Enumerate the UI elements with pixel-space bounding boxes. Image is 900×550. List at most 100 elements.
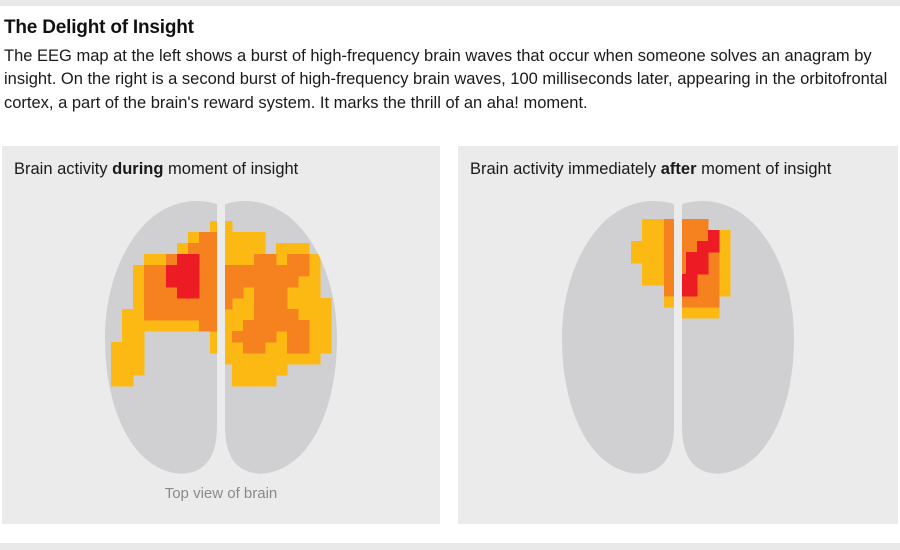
brain-central-fissure (217, 204, 225, 356)
brain-diagram-after (458, 186, 898, 486)
heat-cell (166, 320, 178, 332)
heat-cell (719, 230, 731, 242)
page-description: The EEG map at the left shows a burst of… (4, 46, 888, 112)
heat-cell (287, 254, 299, 266)
heat-cell (309, 265, 321, 277)
heat-cell (697, 241, 709, 253)
heat-cell (133, 353, 145, 365)
heat-cell (221, 221, 233, 233)
heat-cell (232, 254, 244, 266)
heat-cell (199, 298, 211, 310)
heat-cell (243, 309, 255, 321)
heat-cell (243, 342, 255, 354)
heat-cell (642, 219, 654, 231)
panel-during: Brain activity during moment of insight … (2, 146, 440, 524)
heat-cell (243, 254, 255, 266)
heat-cell (254, 243, 266, 255)
heat-cell (243, 276, 255, 288)
panel-during-title: Brain activity during moment of insight (14, 160, 298, 180)
heat-cell (298, 243, 310, 255)
heat-cell (221, 254, 233, 266)
brain-heatmap-during-svg (105, 200, 337, 474)
heat-cell (210, 309, 222, 321)
heat-cell (232, 353, 244, 365)
heat-cell (243, 298, 255, 310)
heat-cell (210, 320, 222, 332)
heat-cell (276, 265, 288, 277)
heat-cell (210, 287, 222, 299)
heat-cell (309, 298, 321, 310)
heat-cell (199, 320, 211, 332)
heat-cell (653, 263, 665, 275)
heat-cell (232, 298, 244, 310)
heat-cell (177, 309, 189, 321)
heat-cell (210, 298, 222, 310)
heat-cell (697, 285, 709, 297)
heat-cell (166, 254, 178, 266)
heat-cell (210, 331, 222, 343)
heat-cell (276, 320, 288, 332)
heat-cell (221, 298, 233, 310)
heat-cell (298, 287, 310, 299)
heat-cell (298, 254, 310, 266)
heat-cell (708, 230, 720, 242)
heat-cell (232, 320, 244, 332)
page-title: The Delight of Insight (4, 17, 194, 38)
heat-cell (254, 353, 266, 365)
heat-cell (265, 375, 277, 387)
heat-cell (232, 375, 244, 387)
heat-cell (686, 285, 698, 297)
heat-cell (166, 265, 178, 277)
heat-cell (631, 252, 643, 264)
heat-cell (232, 276, 244, 288)
bottom-divider-rule (0, 543, 900, 550)
heat-cell (287, 298, 299, 310)
heat-cell (243, 364, 255, 376)
heat-cell (309, 320, 321, 332)
heat-cell (309, 342, 321, 354)
heat-cell (111, 353, 123, 365)
heat-cell (276, 254, 288, 266)
heat-cell (287, 276, 299, 288)
heat-cell (686, 230, 698, 242)
heat-cell (642, 274, 654, 286)
heat-cell (243, 375, 255, 387)
heat-cell (122, 320, 134, 332)
heat-cell (719, 241, 731, 253)
heat-cell (221, 331, 233, 343)
heat-cell (232, 364, 244, 376)
heat-cell (664, 296, 676, 308)
panel-during-title-prefix: Brain activity (14, 160, 113, 178)
heat-cell (232, 287, 244, 299)
heat-cell (298, 331, 310, 343)
heat-cell (320, 309, 332, 321)
heat-cell (166, 287, 178, 299)
heat-cell (133, 331, 145, 343)
heat-cell (254, 298, 266, 310)
heat-cell (664, 285, 676, 297)
heat-cell (221, 265, 233, 277)
heat-cell (133, 276, 145, 288)
heat-cell (254, 342, 266, 354)
heat-cell (298, 320, 310, 332)
heat-cell (133, 265, 145, 277)
panel-after-title-emphasis: after (660, 160, 697, 178)
heat-cell (243, 232, 255, 244)
heat-cell (265, 364, 277, 376)
heat-cell (686, 252, 698, 264)
heat-cell (653, 252, 665, 264)
heat-cell (708, 307, 720, 319)
heat-cell (653, 241, 665, 253)
heat-cell (276, 298, 288, 310)
heat-cell (221, 309, 233, 321)
heat-cell (144, 309, 156, 321)
heat-cell (210, 254, 222, 266)
heat-cell (686, 263, 698, 275)
heat-cell (166, 298, 178, 310)
heat-cell (133, 320, 145, 332)
heat-cell (232, 243, 244, 255)
heat-cell (188, 232, 200, 244)
heat-cell (232, 342, 244, 354)
heat-cell (254, 364, 266, 376)
heat-cell (122, 364, 134, 376)
